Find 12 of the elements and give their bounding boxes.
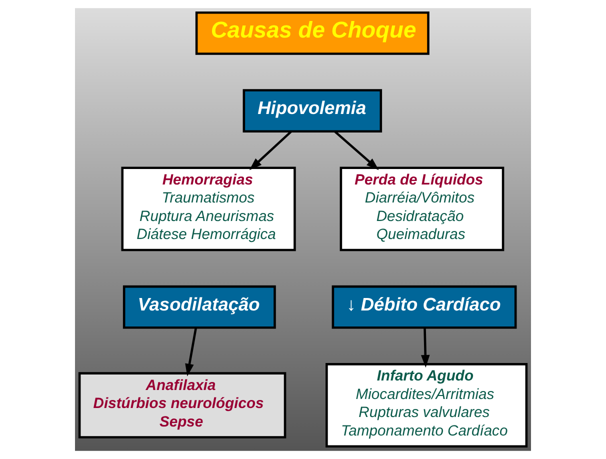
node-box: Perda de Líquidos Diarréia/Vômitos Desidratação Queimaduras bbox=[340, 166, 504, 252]
node-box: Vasodilatação bbox=[122, 285, 276, 329]
node-box: Causas de Choque bbox=[195, 11, 430, 55]
node-box: Anafilaxia Distúrbios neurológicos Sepse bbox=[78, 372, 286, 438]
arrow bbox=[334, 130, 379, 170]
arrow bbox=[249, 130, 292, 170]
node-box: Hemorragias Traumatismos Ruptura Aneurismas Diátese Hemorrágica bbox=[121, 166, 296, 252]
arrow bbox=[185, 328, 197, 376]
node-box: Hipovolemia bbox=[242, 89, 382, 132]
arrow bbox=[420, 328, 430, 368]
node-box: ↓ Débito Cardíaco bbox=[332, 285, 517, 329]
node-box: Infarto Agudo Miocardites/Arritmias Rupturas valvulares Tamponamento Cardíaco bbox=[326, 363, 528, 448]
